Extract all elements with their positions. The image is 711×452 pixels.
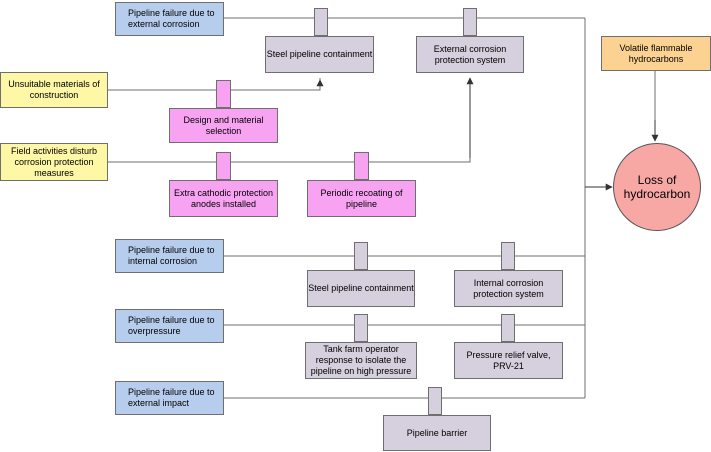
escalation-barrier-design-material-selection[interactable]: Design and material selection [169,108,278,143]
barrier-pressure-relief-valve[interactable]: Pressure relief valve, PRV-21 [454,342,563,379]
barrier-tab [314,8,328,36]
hazard-box[interactable]: Volatile flammable hydrocarbons [601,36,711,71]
escalation-barrier-extra-cathodic-anodes[interactable]: Extra cathodic protection anodes install… [169,180,278,217]
escalation-factor-field-activities[interactable]: Field activities disturb corrosion prote… [0,143,108,181]
barrier-tank-farm-operator-response[interactable]: Tank farm operator response to isolate t… [305,342,417,379]
escalation-barrier-periodic-recoating[interactable]: Periodic recoating of pipeline [307,180,416,217]
barrier-tab [354,242,368,270]
threat-overpressure[interactable]: Pipeline failure due to overpressure [115,309,224,343]
barrier-pipeline-barrier[interactable]: Pipeline barrier [383,415,491,451]
barrier-tab [354,314,368,342]
escalation-barrier-tab [216,80,231,108]
threat-external-impact[interactable]: Pipeline failure due to external impact [115,381,224,415]
escalation-barrier-tab [216,152,231,180]
barrier-tab [428,387,442,415]
barrier-internal-corrosion-protection[interactable]: Internal corrosion protection system [454,270,563,307]
top-event-circle[interactable]: Loss of hydrocarbon [613,143,701,231]
threat-internal-corrosion[interactable]: Pipeline failure due to internal corrosi… [115,239,224,273]
barrier-tab [463,8,477,36]
barrier-external-corrosion-protection[interactable]: External corrosion protection system [416,36,524,73]
threat-external-corrosion[interactable]: Pipeline failure due to external corrosi… [115,2,224,36]
barrier-steel-pipeline-containment-2[interactable]: Steel pipeline containment [307,270,415,307]
escalation-barrier-tab [354,152,369,180]
barrier-tab [501,242,515,270]
escalation-factor-unsuitable-materials[interactable]: Unsuitable materials of construction [0,72,108,108]
barrier-tab [501,314,515,342]
barrier-steel-pipeline-containment-1[interactable]: Steel pipeline containment [265,36,374,73]
